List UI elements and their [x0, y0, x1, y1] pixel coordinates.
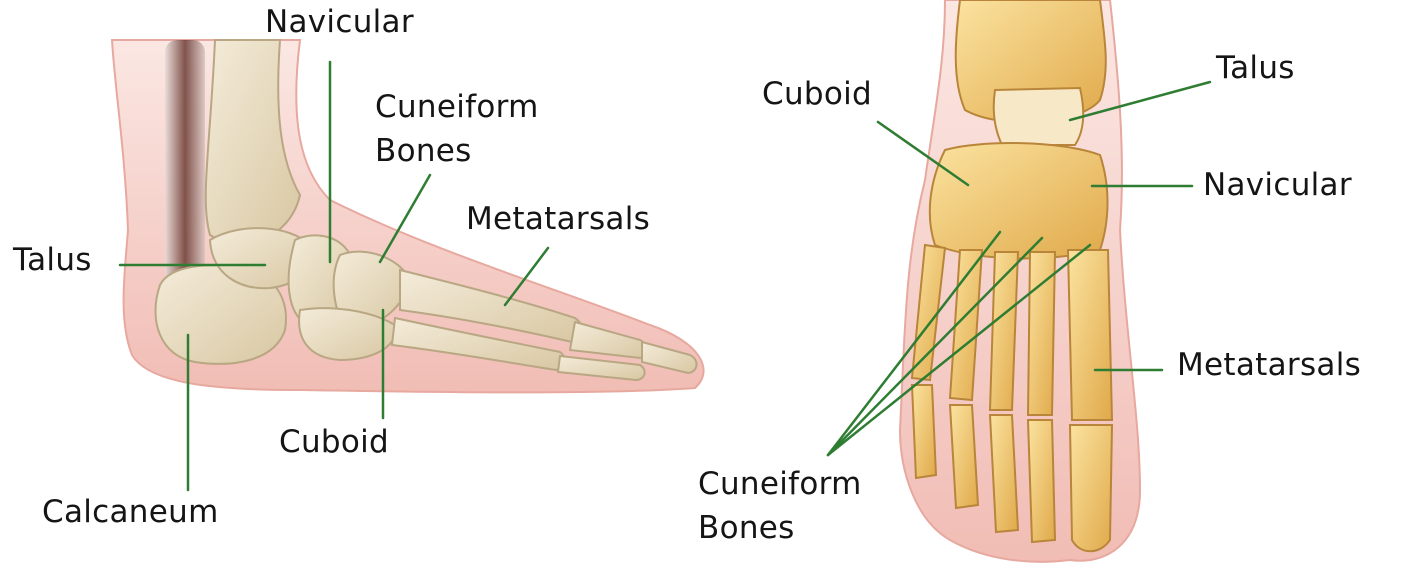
top-view-toe-shape: [912, 385, 936, 478]
top-view-foot: [900, 0, 1140, 562]
side-label-navicular: Navicular: [265, 0, 414, 44]
side-label-cuboid: Cuboid: [279, 420, 389, 464]
top-label-navicular: Navicular: [1203, 163, 1352, 207]
top-view-metatarsal-shape: [1068, 250, 1112, 420]
side-label-cuneiform-line2: Bones: [375, 129, 539, 173]
side-label-metatarsals: Metatarsals: [466, 197, 650, 241]
side-label-talus: Talus: [13, 238, 92, 282]
top-view-tarsal-cluster-shape: [930, 143, 1108, 258]
top-label-cuneiform-bones: Cuneiform Bones: [698, 462, 862, 550]
top-view-toe-shape: [1028, 420, 1055, 542]
top-view-toe-shape: [950, 405, 978, 508]
top-label-cuboid: Cuboid: [762, 72, 872, 116]
top-view-toe-shape: [1070, 425, 1112, 551]
top-label-cuneiform-line2: Bones: [698, 506, 862, 550]
side-label-cuneiform-line1: Cuneiform: [375, 85, 539, 129]
achilles-tendon-shape: [165, 40, 205, 290]
top-view-talus-shape: [994, 88, 1084, 145]
side-label-calcaneum: Calcaneum: [42, 490, 219, 534]
top-label-cuneiform-line1: Cuneiform: [698, 462, 862, 506]
top-view-toe-shape: [990, 415, 1018, 532]
side-label-cuneiform-bones: Cuneiform Bones: [375, 85, 539, 173]
top-label-metatarsals: Metatarsals: [1177, 343, 1361, 387]
top-label-talus: Talus: [1216, 46, 1295, 90]
